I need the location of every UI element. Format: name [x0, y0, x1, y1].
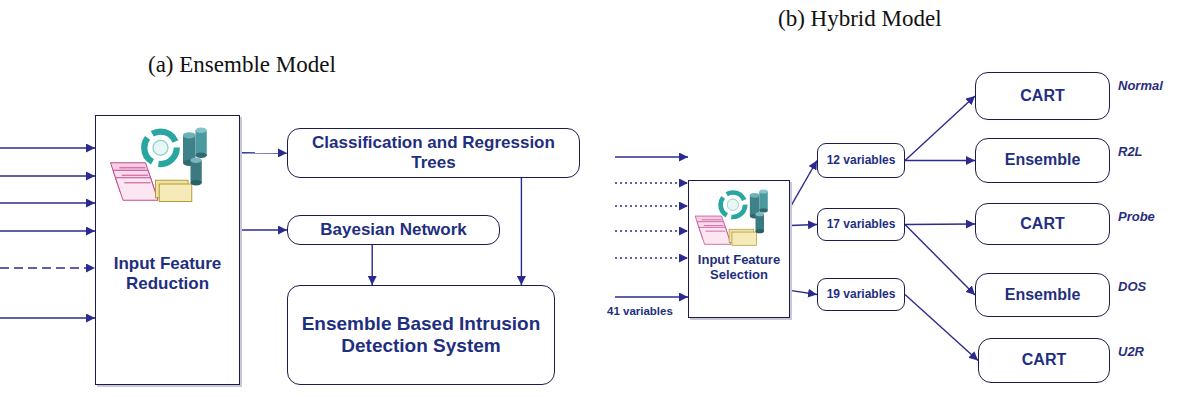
class-label: Normal — [1118, 78, 1163, 93]
connector-arrow — [905, 223, 975, 225]
input-arrow — [615, 182, 688, 183]
box-text: CART — [1022, 351, 1066, 369]
connector-arrow — [905, 295, 978, 361]
connector-arrow — [790, 161, 817, 208]
box-text: 12 variables — [827, 154, 896, 168]
class-label: R2L — [1118, 144, 1143, 159]
input-count: 41 variables — [607, 305, 673, 317]
input-arrow — [615, 156, 688, 157]
class-label: Probe — [1118, 209, 1155, 224]
classifier-box: CARTProbe — [975, 203, 1110, 245]
box-text: Input Feature Reduction — [96, 254, 239, 293]
panel-title: (b) Hybrid Model — [778, 6, 942, 32]
input-arrow — [615, 205, 688, 206]
input-arrow — [0, 267, 95, 268]
box-text: Bayesian Network — [320, 220, 466, 240]
box-text: 17 variables — [827, 218, 896, 232]
connector-arrow — [372, 245, 373, 285]
process-box: Bayesian Network — [287, 215, 500, 245]
box-text: Ensemble — [1005, 286, 1081, 304]
connector-arrow — [240, 229, 287, 230]
input-arrow — [615, 230, 688, 231]
box-text: Input Feature Selection — [689, 253, 789, 283]
connector-arrow — [790, 225, 817, 226]
box-text: Ensemble — [1005, 151, 1081, 169]
box-text: CART — [1020, 215, 1064, 233]
feature-reduction-box: Input Feature Reduction — [95, 115, 240, 385]
connector-arrow — [521, 178, 522, 285]
box-text: CART — [1020, 87, 1064, 105]
input-arrow — [0, 175, 95, 176]
connector-arrow — [905, 225, 975, 296]
variable-box: 17 variables — [817, 208, 905, 241]
classifier-box: CARTU2R — [978, 338, 1110, 383]
input-arrow — [0, 147, 95, 148]
process-box: Ensemble Based Intrusion Detection Syste… — [287, 285, 555, 385]
feature-selection-box: Input Feature Selection — [688, 180, 790, 318]
class-label: U2R — [1118, 344, 1144, 359]
connector-arrow — [790, 290, 817, 294]
connector-arrow — [905, 96, 975, 161]
classifier-box: EnsembleR2L — [975, 138, 1110, 183]
box-text: Ensemble Based Intrusion Detection Syste… — [288, 313, 554, 357]
panel-title: (a) Ensemble Model — [148, 52, 336, 78]
variable-box: 19 variables — [817, 278, 905, 311]
process-box: Classification and Regression Trees — [287, 128, 580, 178]
input-arrow — [0, 317, 95, 318]
box-text: 19 variables — [827, 288, 896, 302]
classifier-box: CARTNormal — [975, 72, 1110, 120]
connector-arrow — [905, 160, 975, 161]
input-arrow — [0, 230, 95, 231]
variable-box: 12 variables — [817, 143, 905, 178]
input-arrow — [615, 296, 688, 297]
input-arrow — [615, 257, 688, 258]
input-arrow — [0, 202, 95, 203]
box-text: Classification and Regression Trees — [288, 133, 579, 172]
class-label: DOS — [1118, 279, 1146, 294]
classifier-box: EnsembleDOS — [975, 273, 1110, 317]
connector-arrow — [240, 152, 287, 154]
